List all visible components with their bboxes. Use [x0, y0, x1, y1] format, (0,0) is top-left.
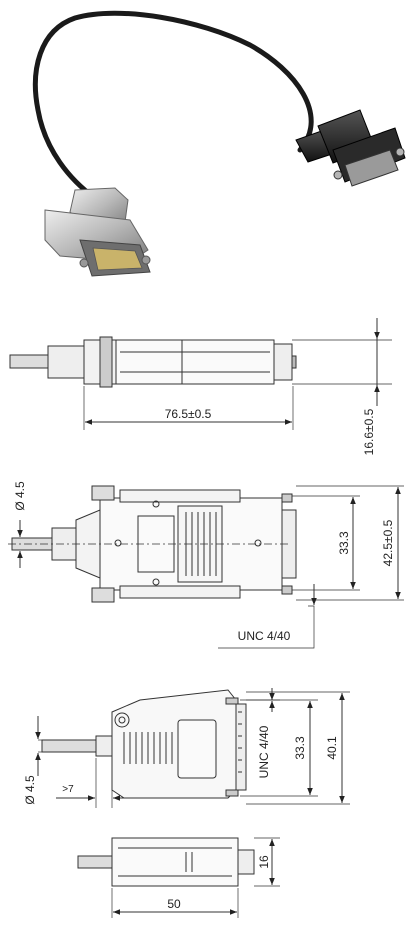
bottom-length-label: 50 — [167, 897, 181, 911]
angled-thread-label: UNC 4/40 — [257, 725, 271, 778]
side-view-drawing — [9, 318, 392, 430]
top-cable-diameter-label: Ø 4.5 — [13, 481, 27, 511]
top-view-drawing — [8, 485, 404, 649]
angled-view-drawing — [35, 688, 350, 808]
grey-dsub-connector — [44, 187, 151, 277]
top-thread-label: UNC 4/40 — [238, 629, 291, 643]
side-height-label: 16.6±0.5 — [362, 408, 376, 455]
product-photo — [32, 10, 406, 277]
top-width-label: 42.5±0.5 — [381, 519, 395, 566]
bottom-height-label: 16 — [257, 855, 271, 869]
black-dsub-connector — [295, 109, 406, 187]
angled-width-label: 40.1 — [325, 736, 339, 760]
bottom-view-drawing — [77, 837, 280, 918]
angled-min-length-label: >7 — [62, 784, 74, 795]
angled-screw-spacing-label: 33.3 — [293, 736, 307, 760]
side-length-label: 76.5±0.5 — [165, 407, 212, 421]
cable — [32, 10, 314, 201]
top-screw-spacing-label: 33.3 — [337, 531, 351, 555]
angled-cable-diameter-label: Ø 4.5 — [23, 775, 37, 805]
